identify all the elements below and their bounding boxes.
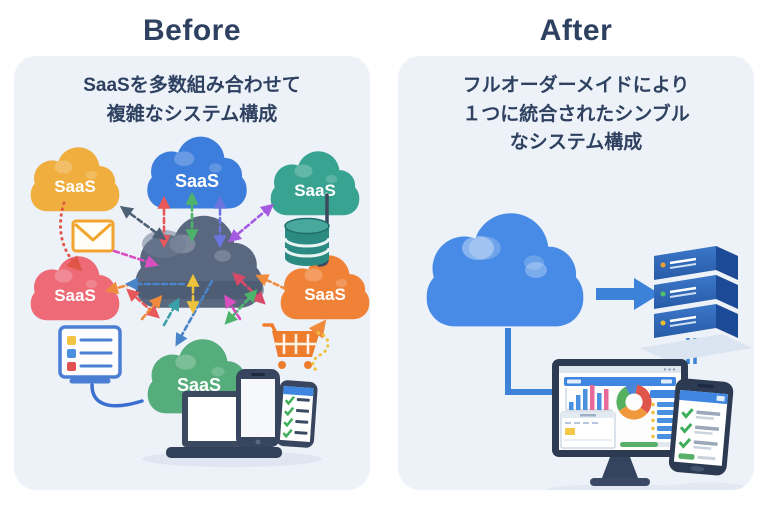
smartphone-checklist-icon xyxy=(668,377,734,475)
before-title: Before xyxy=(142,14,242,47)
saas-label: SaaS xyxy=(294,181,336,200)
central-hub-cloud xyxy=(135,215,264,308)
devices-group xyxy=(142,369,322,467)
after-title: After xyxy=(539,14,613,47)
before-description: SaaSを多数組み合わせて 複雑なシステム構成 xyxy=(20,72,364,129)
before-description-line2: 複雑なシステム構成 xyxy=(106,103,278,125)
cloud-to-monitor-line xyxy=(505,327,556,395)
saas-label: SaaS xyxy=(54,286,96,305)
saas-cloud-top-left: SaaS xyxy=(30,147,120,212)
integration-arrows xyxy=(59,191,330,373)
dashboard-header xyxy=(564,376,676,386)
after-panel: After フルオーダーメイドにより １つに統合されたシンブル なシステム構成 xyxy=(398,0,754,512)
database-icon xyxy=(283,193,331,267)
before-panel: Before SaaSを多数組み合わせて 複雑なシステム構成 xyxy=(14,0,370,512)
server-unit xyxy=(654,274,738,309)
unified-cloud xyxy=(426,212,584,326)
after-description-line2: １つに統合されたシンブル xyxy=(462,103,690,125)
saas-label: SaaS xyxy=(177,375,221,395)
saas-cloud-mid-left: SaaS xyxy=(30,256,120,321)
saas-label: SaaS xyxy=(304,285,346,304)
saas-label: SaaS xyxy=(175,171,219,191)
saas-cloud-top-center: SaaS xyxy=(147,136,247,209)
calendar-subwindow xyxy=(560,410,616,449)
email-icon xyxy=(71,219,115,253)
after-description: フルオーダーメイドにより １つに統合されたシンブル なシステム構成 xyxy=(404,72,748,158)
server-stack-icon xyxy=(640,245,752,362)
saas-cloud-mid-right: SaaS xyxy=(280,255,370,320)
saas-cloud-top-right: SaaS xyxy=(270,151,360,216)
after-card: フルオーダーメイドにより １つに統合されたシンブル なシステム構成 xyxy=(398,56,754,490)
integration-arrow xyxy=(596,277,660,310)
dashboard-monitor-icon xyxy=(552,358,688,486)
donut-chart xyxy=(616,384,652,420)
cart-icon xyxy=(262,319,327,369)
server-unit xyxy=(654,245,738,280)
bar-chart xyxy=(565,384,612,411)
saas-label: SaaS xyxy=(54,177,96,196)
smartphone-icon xyxy=(236,369,280,447)
after-illustration xyxy=(426,212,752,490)
checklist-icon xyxy=(58,325,144,408)
server-unit xyxy=(654,303,738,338)
before-description-line1: SaaSを多数組み合わせて xyxy=(83,75,301,96)
smartphone-checklist-icon xyxy=(276,380,318,448)
progress-bar xyxy=(620,441,672,447)
monitor-shadow xyxy=(546,483,694,490)
after-description-line1: フルオーダーメイドにより xyxy=(462,75,690,96)
phone-shadow xyxy=(668,482,748,490)
after-description-line3: なシステム構成 xyxy=(509,132,643,153)
before-card: SaaSを多数組み合わせて 複雑なシステム構成 xyxy=(14,56,370,490)
saas-cloud-bottom: SaaS xyxy=(147,339,251,414)
before-illustration: SaaS SaaS SaaS SaaS xyxy=(30,136,370,467)
